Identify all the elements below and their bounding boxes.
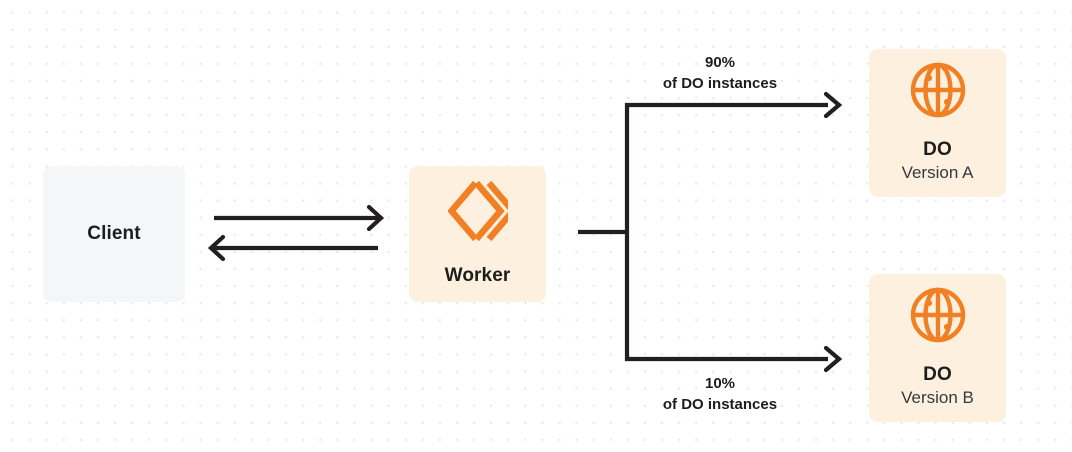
node-do-version-a: DO Version A (869, 49, 1006, 197)
edge-worker-to-client (207, 234, 378, 262)
edge-worker-to-do-a (624, 91, 843, 232)
node-client: Client (43, 166, 185, 302)
node-do-version-b: DO Version B (869, 274, 1006, 422)
node-do-version-a-sublabel: Version A (901, 163, 974, 183)
node-client-label: Client (87, 223, 141, 245)
edge-label-do-b-description: of DO instances (662, 396, 778, 414)
globe-icon (909, 61, 967, 124)
edge-label-do-a-percent: 90% (704, 54, 736, 71)
node-do-version-b-label: DO (923, 363, 952, 385)
node-worker: Worker (409, 166, 546, 302)
node-do-version-b-sublabel: Version B (901, 388, 974, 408)
edge-worker-to-do-b (624, 232, 843, 373)
edge-label-do-b-percent: 10% (704, 375, 736, 392)
globe-icon (909, 286, 967, 349)
edge-client-to-worker (214, 204, 385, 232)
edge-label-do-a-description: of DO instances (662, 75, 778, 93)
edge-label-do-a: 90% of DO instances (595, 52, 845, 95)
node-worker-label: Worker (444, 265, 511, 287)
node-do-version-a-label: DO (923, 138, 952, 160)
cloudflare-workers-icon (446, 180, 517, 247)
edge-label-do-b: 10% of DO instances (595, 373, 845, 416)
